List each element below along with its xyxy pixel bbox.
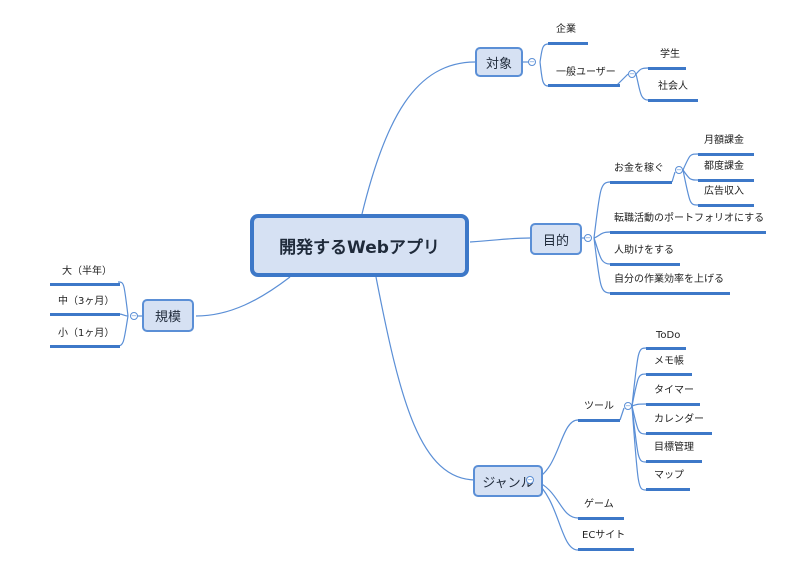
topic-company[interactable]: 企業: [556, 24, 576, 35]
topic-underline: [50, 313, 120, 316]
topic-underline: [698, 153, 754, 156]
topic-ad-revenue[interactable]: 広告収入: [704, 186, 744, 197]
topic-per-use-billing[interactable]: 都度課金: [704, 161, 744, 172]
topic-underline: [50, 345, 120, 348]
topic-help-people[interactable]: 人助けをする: [614, 245, 674, 256]
topic-underline: [646, 403, 700, 406]
topic-underline: [610, 231, 766, 234]
topic-underline: [548, 84, 620, 87]
collapse-minus-icon[interactable]: −: [130, 312, 138, 320]
topic-memo[interactable]: メモ帳: [654, 356, 684, 367]
topic-underline: [698, 179, 754, 182]
topic-underline: [578, 419, 620, 422]
topic-earn-money[interactable]: お金を稼ぐ: [614, 163, 664, 174]
collapse-minus-icon[interactable]: −: [624, 402, 632, 410]
topic-underline: [646, 460, 702, 463]
topic-ec-site[interactable]: ECサイト: [582, 530, 626, 541]
topic-underline: [698, 204, 754, 207]
topic-game[interactable]: ゲーム: [584, 499, 614, 510]
topic-underline: [648, 99, 698, 102]
topic-medium[interactable]: 中（3ヶ月）: [58, 296, 115, 307]
topic-underline: [646, 373, 692, 376]
topic-efficiency[interactable]: 自分の作業効率を上げる: [614, 274, 724, 285]
branch-scale[interactable]: 規模: [142, 299, 194, 332]
collapse-minus-icon[interactable]: −: [584, 234, 592, 242]
topic-underline: [646, 432, 712, 435]
topic-student[interactable]: 学生: [660, 49, 680, 60]
collapse-minus-icon[interactable]: −: [675, 166, 683, 174]
topic-underline: [646, 347, 686, 350]
topic-underline: [610, 263, 680, 266]
topic-underline: [648, 67, 686, 70]
topic-underline: [578, 548, 634, 551]
topic-monthly-billing[interactable]: 月額課金: [704, 135, 744, 146]
topic-todo[interactable]: ToDo: [656, 330, 681, 341]
collapse-minus-icon[interactable]: −: [628, 70, 636, 78]
topic-tool[interactable]: ツール: [584, 401, 614, 412]
topic-underline: [548, 42, 588, 45]
collapse-minus-icon[interactable]: −: [528, 58, 536, 66]
topic-map[interactable]: マップ: [654, 470, 684, 481]
topic-calendar[interactable]: カレンダー: [654, 414, 704, 425]
topic-underline: [578, 517, 624, 520]
topic-timer[interactable]: タイマー: [654, 385, 694, 396]
topic-underline: [610, 292, 730, 295]
topic-underline: [646, 488, 690, 491]
topic-underline: [610, 181, 672, 184]
topic-general-user[interactable]: 一般ユーザー: [556, 67, 616, 78]
topic-small[interactable]: 小（1ヶ月）: [58, 328, 115, 339]
branch-target[interactable]: 対象: [475, 47, 523, 77]
topic-goal-management[interactable]: 目標管理: [654, 442, 694, 453]
topic-large[interactable]: 大（半年）: [62, 266, 112, 277]
topic-portfolio[interactable]: 転職活動のポートフォリオにする: [614, 213, 765, 224]
topic-underline: [50, 283, 120, 286]
root-topic[interactable]: 開発するWebアプリ: [250, 214, 469, 277]
collapse-minus-icon[interactable]: −: [526, 476, 534, 484]
topic-worker[interactable]: 社会人: [658, 81, 688, 92]
branch-purpose[interactable]: 目的: [530, 223, 582, 255]
